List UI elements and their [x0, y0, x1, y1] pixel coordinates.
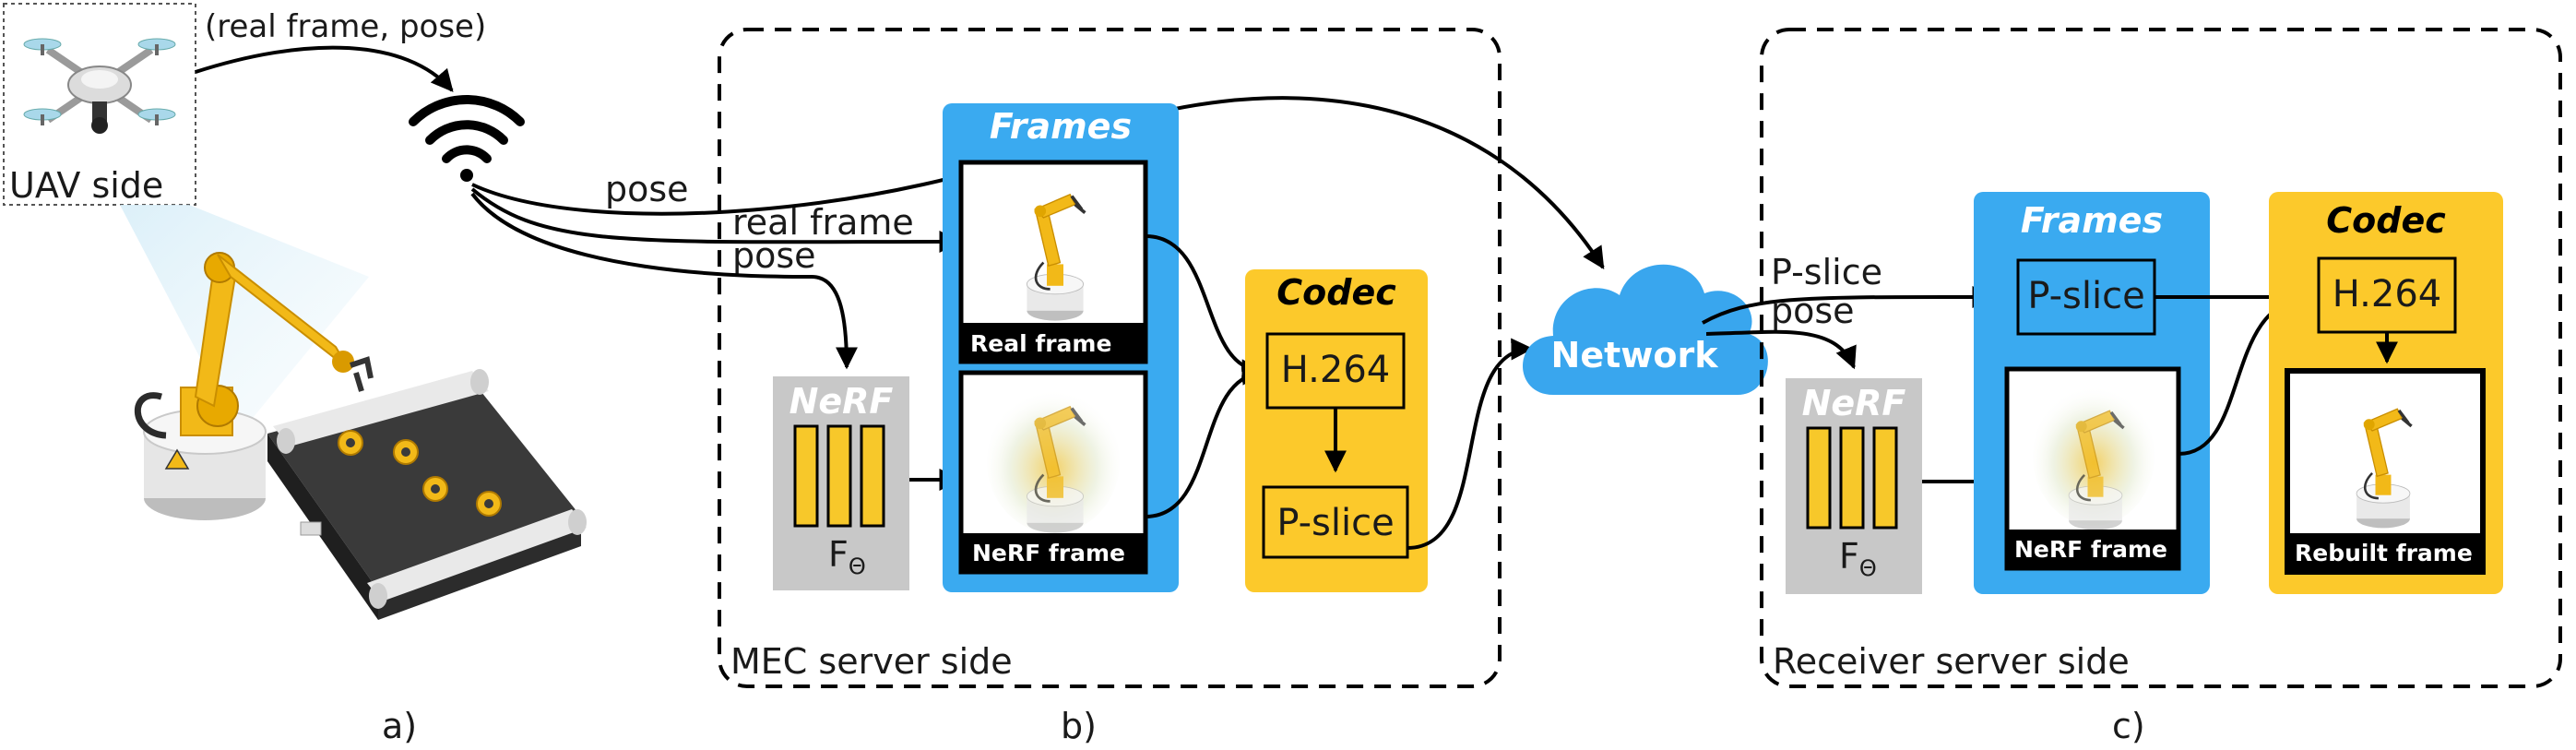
uav-to-wifi-arrow [195, 45, 454, 92]
subfigure-c-label: c) [2112, 706, 2145, 746]
drone-icon [23, 38, 176, 134]
network-to-nerf-arrow [1705, 329, 1857, 370]
mec-pslice-label: P-slice [1276, 502, 1394, 544]
uav-side-panel: UAV side [3, 3, 196, 206]
mec-codec-panel: Codec H.264 P-slice [1245, 269, 1428, 592]
receiver-frames-panel: Frames P-slice NeRF frame [1974, 192, 2210, 594]
receiver-f-theta: FΘ [1839, 536, 1877, 581]
camera-view-beam [120, 205, 369, 434]
mec-pose-label-top: pose [605, 169, 689, 209]
real-frame-label: real frame [732, 202, 914, 243]
real-frame-caption: Real frame [970, 330, 1111, 357]
receiver-server-label: Receiver server side [1773, 641, 2130, 682]
subfigure-b-label: b) [1061, 706, 1097, 746]
uav-link-label: (real frame, pose) [205, 8, 486, 45]
receiver-pslice-box [2016, 258, 2156, 336]
receiver-server-boundary [1760, 28, 2562, 688]
nerf-frame-to-codec-arrow [1145, 363, 1264, 518]
subfigure-a-label: a) [382, 706, 417, 746]
mec-h264-label: H.264 [1281, 349, 1390, 391]
receiver-codec-title: Codec [2326, 200, 2446, 241]
wifi-icon [409, 94, 525, 182]
receiver-pslice-box-label: P-slice [2027, 275, 2144, 317]
mec-server-boundary [718, 28, 1502, 688]
mec-codec-title: Codec [1276, 272, 1396, 313]
receiver-h264-label: H.264 [2333, 273, 2441, 315]
rebuilt-frame-caption: Rebuilt frame [2295, 540, 2473, 566]
receiver-pose-label: pose [1771, 291, 1855, 331]
mec-server-label: MEC server side [730, 641, 1013, 682]
receiver-nerf-title: NeRF [1802, 383, 1906, 423]
network-to-pslice-arrow [1702, 285, 1995, 325]
pose-to-nerf-arrow [470, 192, 858, 370]
receiver-nerf-frame-caption: NeRF frame [2014, 536, 2167, 563]
pslice-to-network-arrow [1407, 338, 1534, 550]
mec-f-theta: FΘ [828, 534, 866, 579]
mec-frames-panel: Frames Real frame NeRF frame [943, 103, 1179, 592]
receiver-pslice-label: P-slice [1771, 252, 1882, 292]
network-label: Network [1551, 335, 1719, 375]
receiver-nerf-bars [1806, 426, 1898, 530]
receiver-nerf-panel: NeRF FΘ [1786, 378, 1922, 594]
mec-pslice-box [1262, 485, 1409, 559]
receiver-codec-panel: Codec H.264 Rebuilt frame [2269, 192, 2503, 594]
mec-pose-label: pose [732, 235, 816, 276]
mec-frames-title: Frames [990, 106, 1132, 147]
mec-nerf-title: NeRF [789, 381, 894, 422]
uav-side-label: UAV side [9, 165, 163, 206]
mec-nerf-frame-caption: NeRF frame [972, 540, 1125, 566]
receiver-frames-title: Frames [2021, 200, 2163, 241]
real-frame-arrow [470, 187, 962, 254]
nerf-network-bars [793, 424, 885, 528]
mec-nerf-panel: NeRF FΘ [773, 376, 909, 590]
network-cloud: Network [1523, 264, 1768, 395]
robot-arm-illustration [134, 252, 587, 620]
